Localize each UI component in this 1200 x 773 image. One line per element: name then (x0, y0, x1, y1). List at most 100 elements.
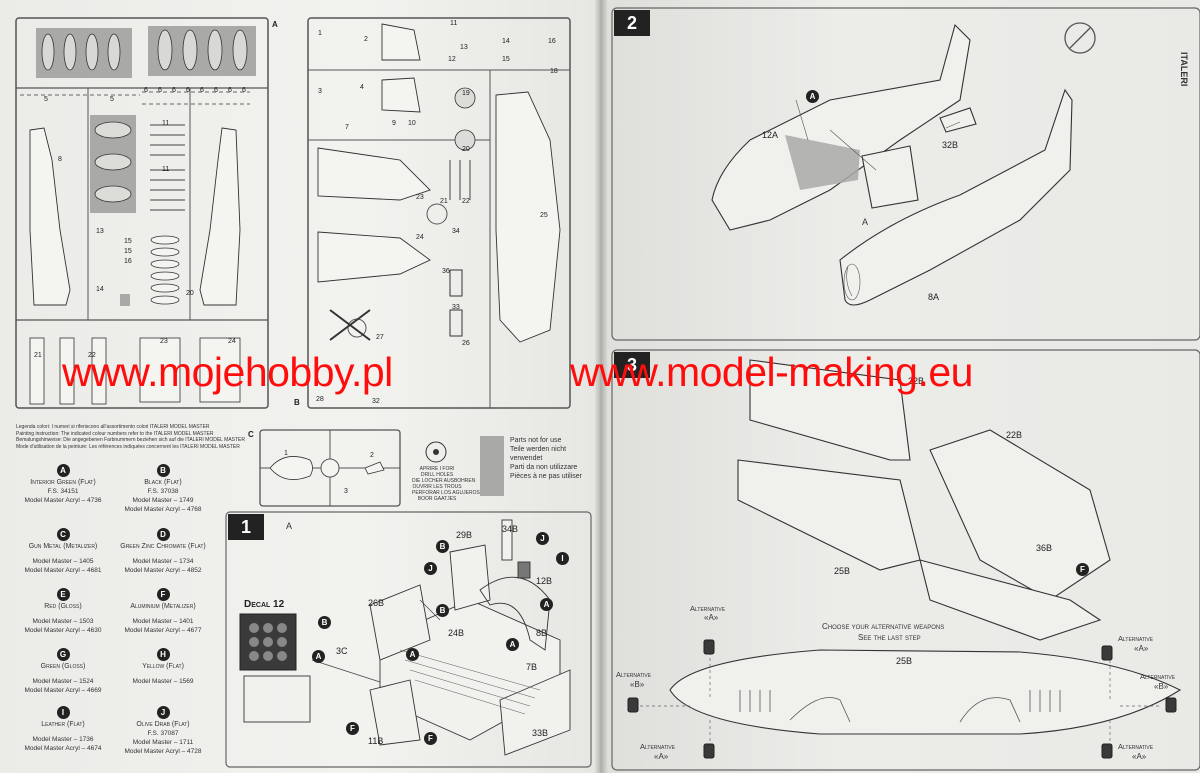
alternative-label: Alternative (640, 742, 676, 751)
part-number: 6 (214, 87, 218, 94)
part-callout: 26B (368, 598, 385, 608)
part-number: 15 (124, 238, 132, 245)
watermark-right-url[interactable]: www.model-making.eu (570, 349, 973, 395)
part-number: 22 (88, 352, 96, 359)
paint-callout-b: B (436, 540, 449, 553)
part-callout: 8A (928, 292, 940, 302)
part-number: 23 (416, 194, 424, 201)
sprue-a-label: A (272, 20, 278, 29)
part-callout: 25B (834, 566, 851, 576)
alternative-a: «A» (704, 613, 719, 622)
part-number: 28 (316, 396, 324, 403)
paint-callout-f: F (1076, 563, 1089, 576)
not-for-use-swatch (480, 436, 504, 496)
part-number: 3 (344, 488, 348, 495)
right-page: 2 12A 32B A 8A A ITALERI 3 22B 22B 36B 2… (600, 0, 1200, 773)
alternative-a: «A» (1134, 644, 1149, 653)
alternative-label: Alternative (690, 604, 726, 613)
part-number: 13 (96, 228, 104, 235)
part-number: 6 (158, 87, 162, 94)
part-number: 6 (200, 87, 204, 94)
part-number: 2 (364, 36, 368, 43)
part-number: 20 (186, 290, 194, 297)
part-callout: 12B (536, 576, 553, 586)
part-number: 16 (124, 258, 132, 265)
part-number: 6 (242, 87, 246, 94)
part-number: 15 (502, 56, 510, 63)
alternative-label: Alternative (1140, 672, 1176, 681)
page-fold (594, 0, 608, 773)
not-for-use-legend: Parts not for use Teile werden nicht ver… (510, 437, 582, 480)
part-number: 26 (462, 340, 470, 347)
paint-callout-a: A (506, 638, 519, 651)
part-number: 33 (452, 304, 460, 311)
part-number: 23 (160, 338, 168, 345)
part-number: 11 (162, 166, 170, 173)
part-number: 24 (228, 338, 236, 345)
paint-legend-intro: Legenda colori: I numeri si riferiscono … (16, 424, 246, 450)
part-number: 6 (172, 87, 176, 94)
paint-callout-b: B (318, 616, 331, 629)
part-number: 22 (462, 198, 470, 205)
paint-callout-j: J (424, 562, 437, 575)
paint-entry-f: F Aluminium (Metalizer) Model Master – 1… (124, 588, 202, 634)
alternative-label: Alternative (1118, 742, 1154, 751)
part-callout: 22B (908, 376, 925, 386)
part-callout: 33B (532, 728, 549, 738)
paint-entry-d: D Green Zinc Chromate (Flat) Model Maste… (120, 528, 206, 574)
part-number: 21 (34, 352, 42, 359)
alternative-a: «A» (654, 752, 669, 761)
part-number: 2 (370, 452, 374, 459)
part-number: 16 (548, 38, 556, 45)
part-number: 4 (360, 84, 364, 91)
step-2-sub: A (862, 217, 869, 227)
part-number: 11 (162, 120, 170, 127)
choose-weapons-text: Choose your alternative weapons (822, 622, 945, 631)
part-number: 25 (540, 212, 548, 219)
part-number: 8 (58, 156, 62, 163)
part-number: 18 (550, 68, 558, 75)
part-number: 20 (462, 146, 470, 153)
part-number: 1 (318, 30, 322, 37)
watermark-left-url[interactable]: www.mojehobby.pl (62, 349, 393, 395)
part-number: 24 (416, 234, 424, 241)
step-1-number: 1 (228, 514, 264, 540)
step-1-sub: A (286, 521, 293, 531)
part-number: 5 (110, 96, 114, 103)
part-number: 6 (144, 87, 148, 94)
part-callout: 34B (502, 524, 519, 534)
paint-callout-f: F (424, 732, 437, 745)
part-callout: 11B (368, 736, 384, 746)
alternative-b: «B» (630, 680, 645, 689)
part-callout: 3C (336, 646, 348, 656)
part-callout: 29B (456, 530, 473, 540)
part-number: 6 (228, 87, 232, 94)
paint-callout-a: A (312, 650, 325, 663)
part-number: 12 (448, 56, 456, 63)
part-number: 14 (96, 286, 104, 293)
watermark: www.mojehobby.pl www.model-making.eu (0, 347, 1200, 397)
left-page: A B C 5 5 6 6 6 6 6 6 6 6 8 11 11 13 15 … (0, 0, 600, 773)
part-number: 27 (376, 334, 384, 341)
alternative-b: «B» (1154, 682, 1169, 691)
part-number: 36 (442, 268, 450, 275)
part-callout: 25B (896, 656, 913, 666)
part-number: 5 (44, 96, 48, 103)
alternative-a: «A» (1132, 752, 1147, 761)
part-callout: 12A (762, 130, 779, 140)
paint-entry-c: C Gun Metal (Metalizer) Model Master – 1… (24, 528, 102, 574)
paint-callout-f: F (346, 722, 359, 735)
assembly-drawing (611, 7, 1200, 771)
see-last-step-text: See the last step (858, 633, 921, 642)
part-number: 10 (408, 120, 416, 127)
part-number: 32 (372, 398, 380, 405)
step-2-number: 2 (614, 10, 650, 36)
part-number: 6 (186, 87, 190, 94)
part-number: 3 (318, 88, 322, 95)
